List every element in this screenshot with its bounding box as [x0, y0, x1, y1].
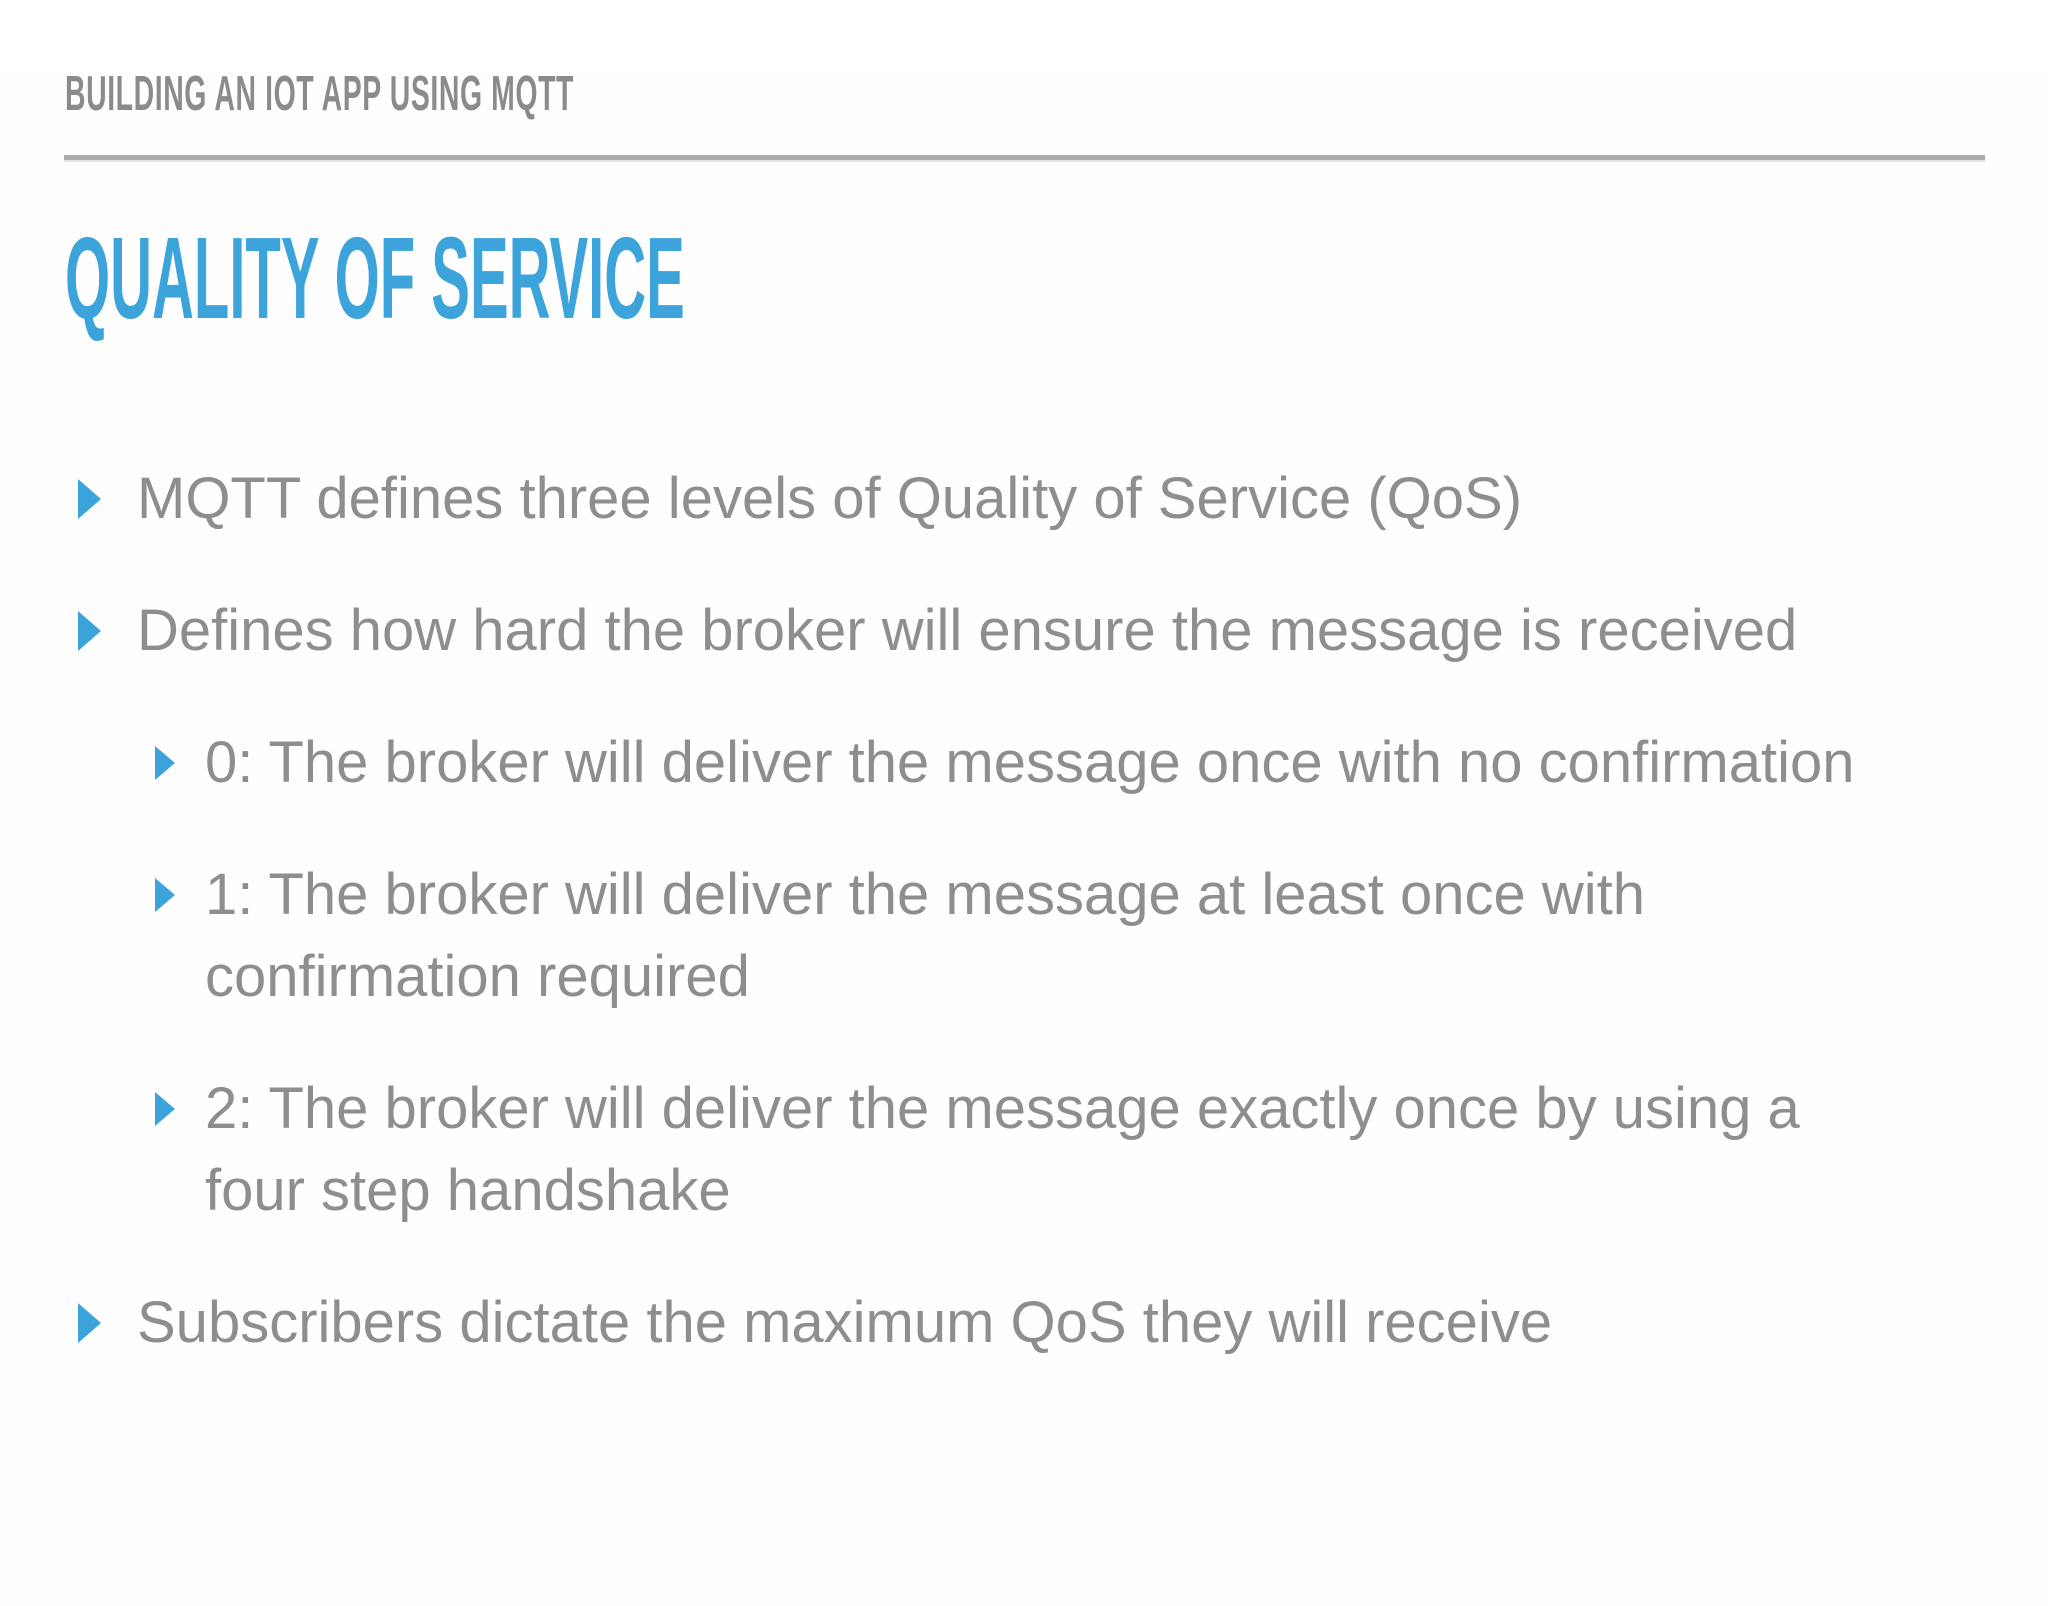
bullet-text: 1: The broker will deliver the message a…	[205, 862, 1645, 1009]
bullet-triangle-icon	[78, 611, 101, 651]
bullet-item: MQTT defines three levels of Quality of …	[0, 458, 2048, 540]
bullet-item: 2: The broker will deliver the message e…	[0, 1068, 2048, 1232]
bullet-text: 2: The broker will deliver the message e…	[205, 1076, 1800, 1223]
bullet-item: Subscribers dictate the maximum QoS they…	[0, 1282, 2048, 1364]
slide-kicker: BUILDING AN IOT APP USING MQTT	[65, 67, 574, 121]
bullet-triangle-icon	[78, 1303, 101, 1343]
slide-quality-of-service: BUILDING AN IOT APP USING MQTT QUALITY O…	[0, 70, 2048, 1606]
bullet-triangle-icon	[78, 479, 101, 519]
bullet-item: 1: The broker will deliver the message a…	[0, 854, 2048, 1018]
bullet-triangle-icon	[155, 878, 175, 912]
bullet-text: Subscribers dictate the maximum QoS they…	[137, 1290, 1553, 1355]
slide-title: QUALITY OF SERVICE	[65, 213, 685, 343]
bullet-list: MQTT defines three levels of Quality of …	[0, 458, 2048, 1364]
bullet-text: 0: The broker will deliver the message o…	[205, 730, 1855, 795]
bullet-text: MQTT defines three levels of Quality of …	[137, 466, 1523, 531]
bullet-item: 0: The broker will deliver the message o…	[0, 722, 2048, 804]
header-rule	[64, 155, 1985, 162]
bullet-triangle-icon	[155, 1092, 175, 1126]
bullet-triangle-icon	[155, 746, 175, 780]
bullet-item: Defines how hard the broker will ensure …	[0, 590, 2048, 672]
bullet-text: Defines how hard the broker will ensure …	[137, 598, 1798, 663]
